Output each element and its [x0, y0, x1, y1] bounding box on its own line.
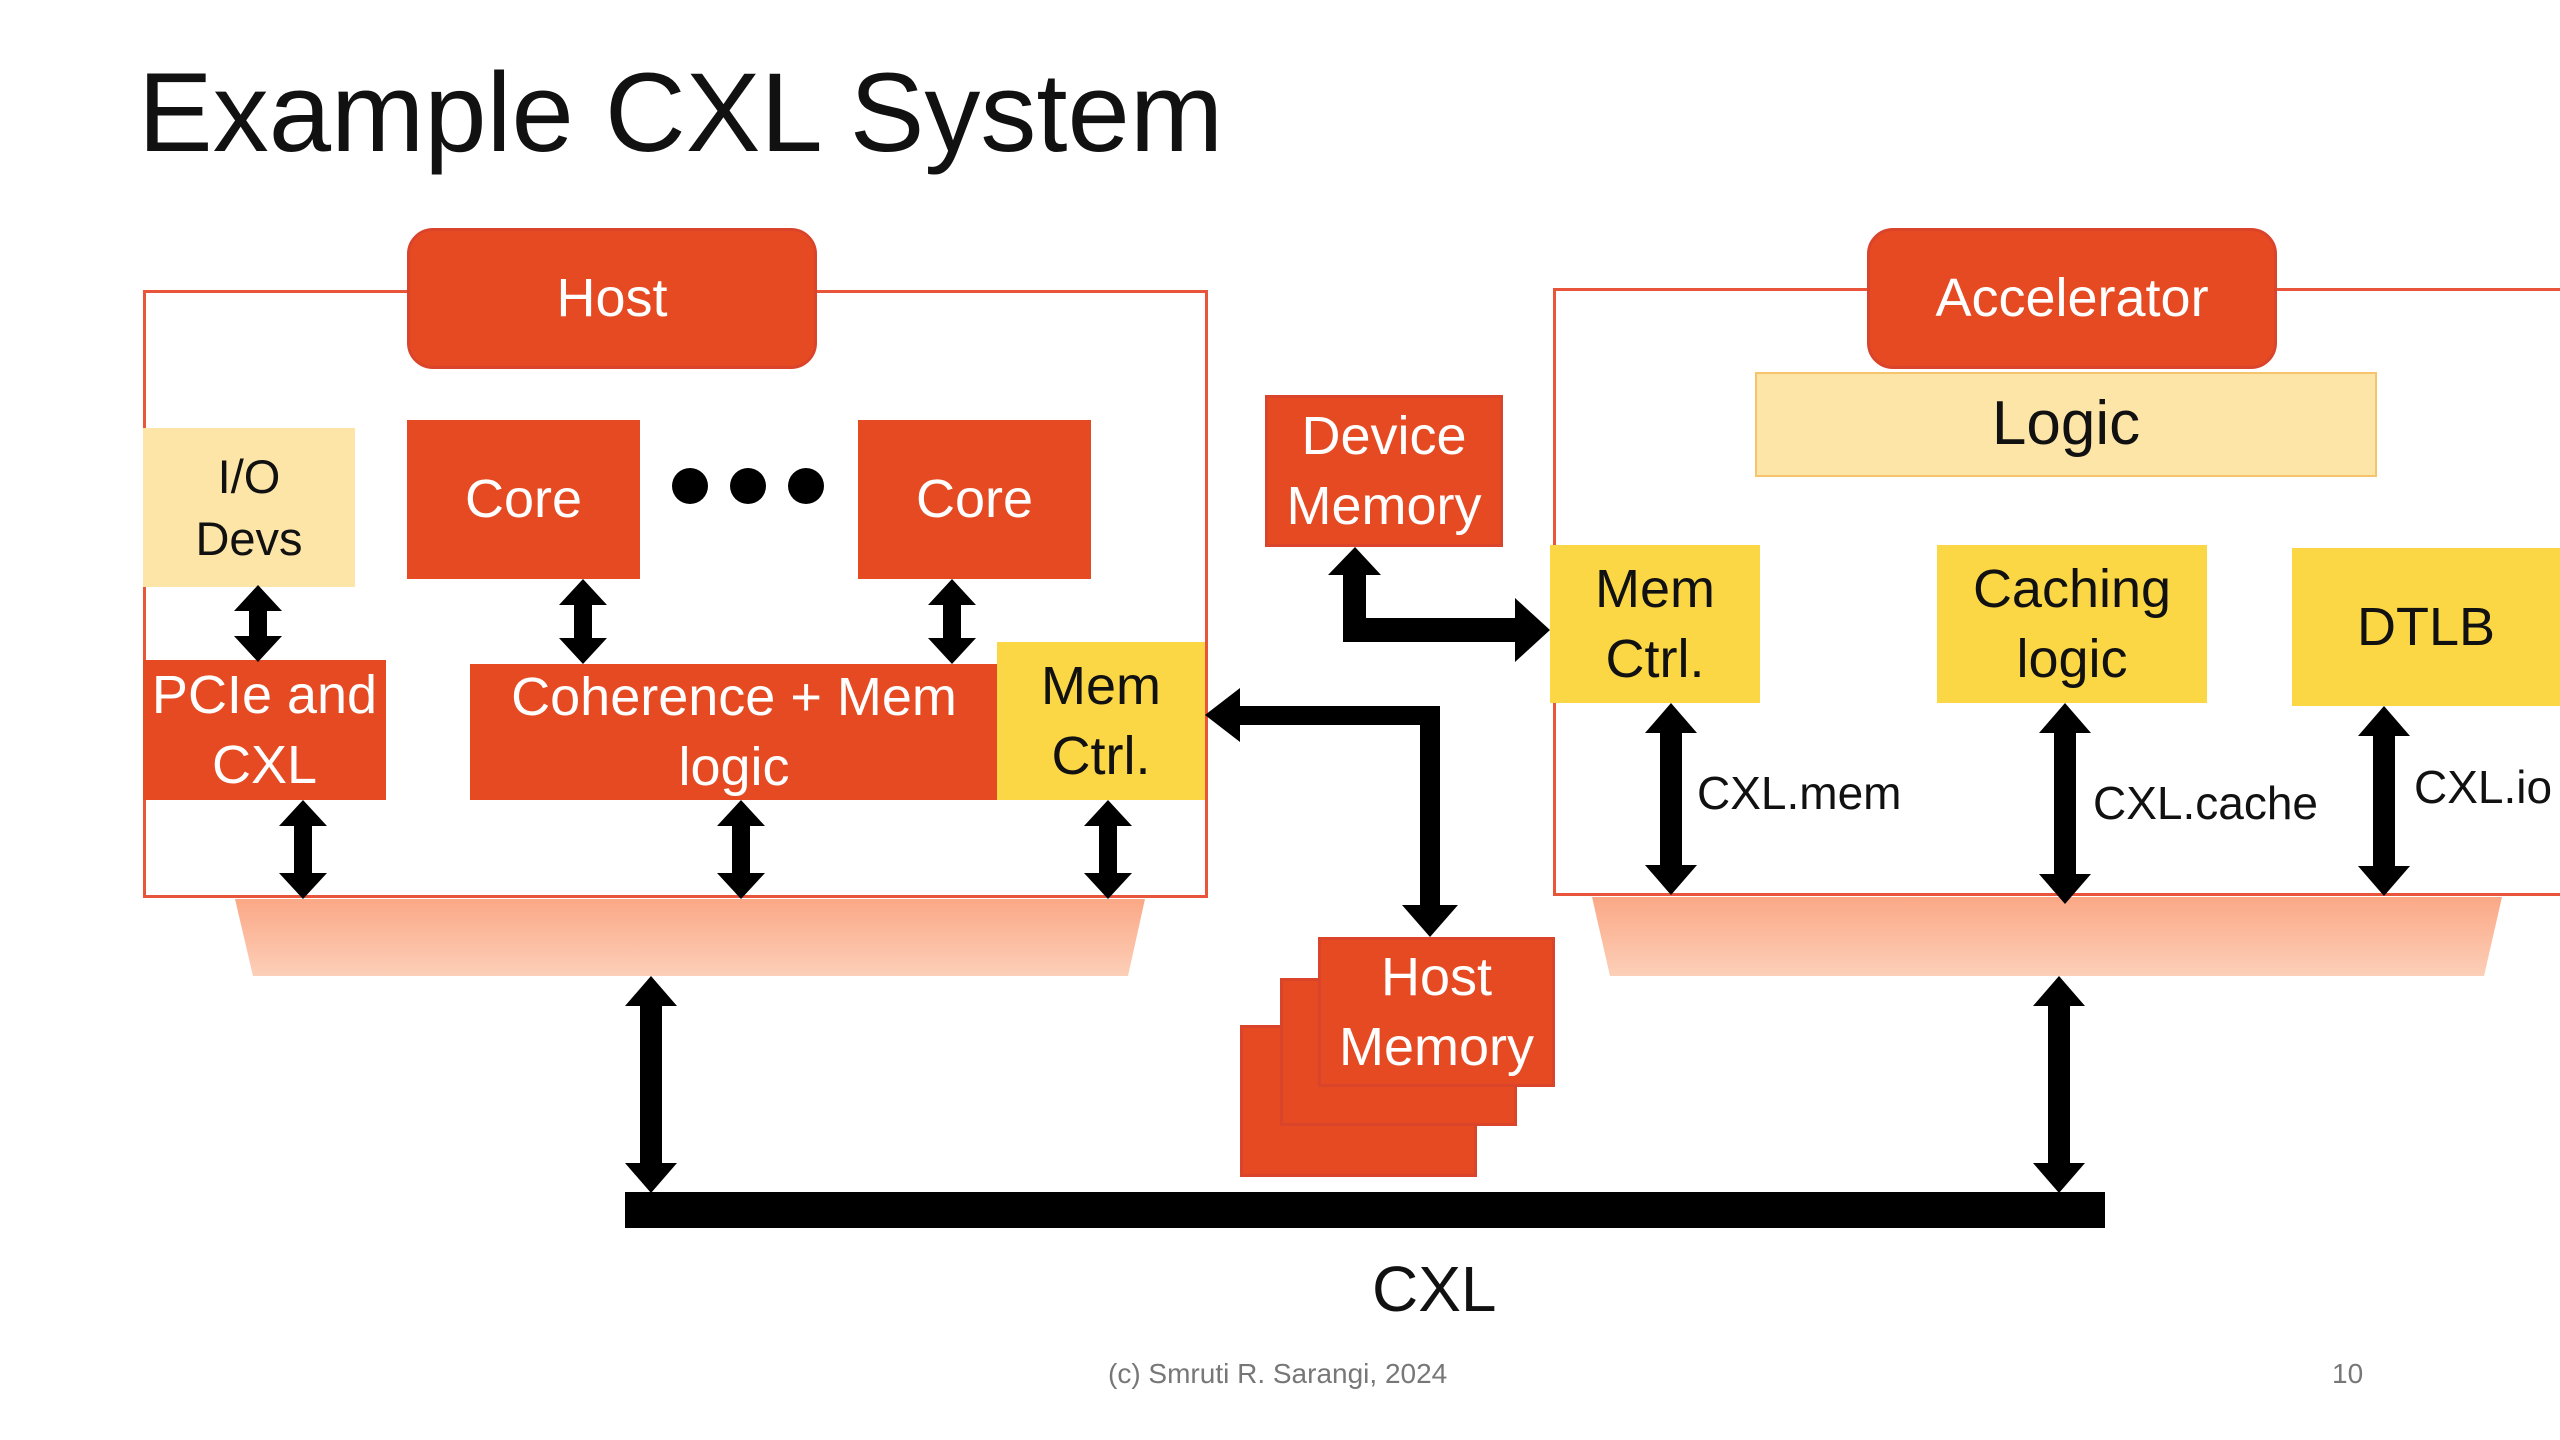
cxl-bus-label: CXL: [1372, 1253, 1497, 1325]
device-memory-box: Device Memory: [1265, 395, 1503, 547]
accelerator-mem-ctrl-box: Mem Ctrl.: [1550, 545, 1760, 703]
slide-title: Example CXL System: [138, 50, 1224, 175]
page-number: 10: [2332, 1358, 2364, 1389]
arrow-devicememory-memctrl: [1328, 547, 1550, 662]
footer-copyright: (c) Smruti R. Sarangi, 2024: [1108, 1358, 1448, 1389]
cxl-io-label: CXL.io: [2414, 761, 2553, 813]
io-devs-box: I/O Devs: [143, 428, 355, 587]
accelerator-title-box: Accelerator: [1867, 228, 2277, 369]
coherence-mem-logic-box: Coherence + Mem logic: [470, 664, 998, 800]
host-frame: [143, 290, 1208, 898]
host-memory-box: Host Memory: [1318, 937, 1555, 1087]
host-title-box: Host: [407, 228, 817, 369]
dtlb-box: DTLB: [2292, 548, 2560, 706]
caching-logic-box: Caching logic: [1937, 545, 2207, 703]
cxl-bus: [625, 1192, 2105, 1228]
accelerator-base: [1592, 897, 2502, 976]
host-base: [235, 899, 1145, 976]
accelerator-logic-box: Logic: [1755, 372, 2377, 477]
cxl-cache-label: CXL.cache: [2093, 777, 2319, 829]
arrow-memctrl-hostmemory: [1205, 688, 1458, 937]
core-right-box: Core: [858, 420, 1091, 579]
pcie-cxl-box: PCIe and CXL: [143, 660, 386, 800]
arrow-accel-bus: [2033, 976, 2085, 1193]
arrow-host-bus: [625, 976, 677, 1193]
cxl-mem-label: CXL.mem: [1697, 767, 1902, 819]
host-mem-ctrl-box: Mem Ctrl.: [997, 642, 1205, 800]
core-left-box: Core: [407, 420, 640, 579]
